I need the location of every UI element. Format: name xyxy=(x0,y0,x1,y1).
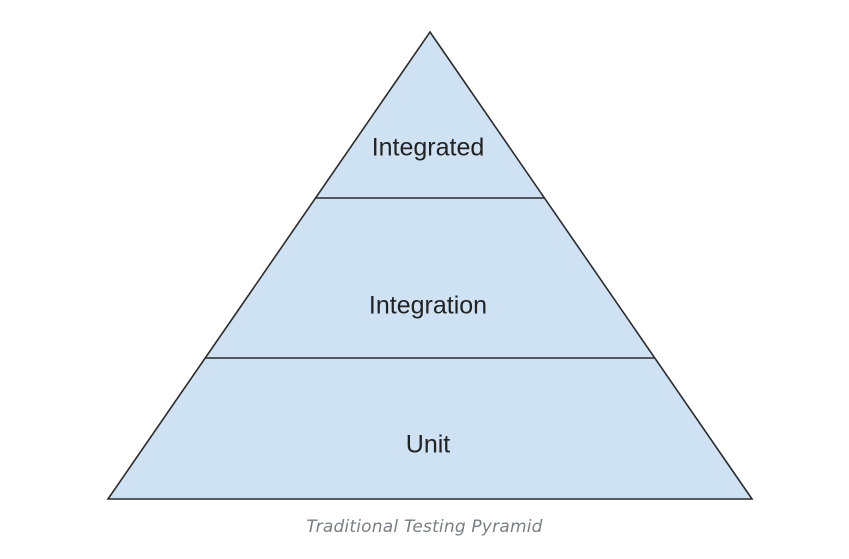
tier-label-unit: Unit xyxy=(406,431,451,459)
tier-label-integrated: Integrated xyxy=(372,134,485,162)
pyramid-shape xyxy=(106,30,754,500)
tier-label-integration: Integration xyxy=(369,292,487,320)
figure-caption: Traditional Testing Pyramid xyxy=(306,517,543,537)
